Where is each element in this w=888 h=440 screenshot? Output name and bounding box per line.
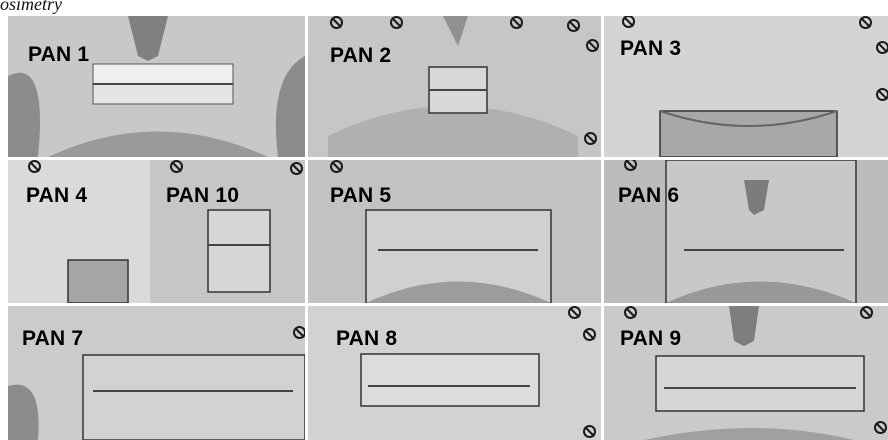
row-divider [0,303,888,306]
stop-icon [624,160,637,171]
panel-pan-8: PAN 8 [308,306,601,440]
pan-label: PAN 2 [330,45,391,67]
stop-icon [330,160,343,173]
panoramic-xray-image [308,160,601,303]
panel-pan-1: PAN 1 [8,16,305,157]
stop-icon [330,16,343,29]
stop-icon [583,425,596,438]
stop-icon [859,16,872,29]
stop-icon [583,328,596,341]
pan-label: PAN 8 [336,328,397,350]
stop-icon [567,19,580,32]
panoramic-xray-image [308,16,601,157]
stop-icon [293,326,305,339]
stop-icon [510,16,523,29]
pan-label: PAN 3 [620,38,681,60]
pan-label: PAN 9 [620,328,681,350]
panoramic-xray-image [8,160,150,303]
panoramic-xray-image [604,160,888,303]
stop-icon [390,16,403,29]
column-divider [601,16,604,440]
panel-pan-7: PAN 7 [8,306,305,440]
stop-icon [622,16,635,28]
pan-label: PAN 10 [166,185,239,207]
panoramic-xray-image [8,16,305,157]
panel-pan-9: PAN 9 [604,306,888,440]
panoramic-xray-image [150,160,305,303]
panel-pan-5: PAN 5 [308,160,601,303]
stop-icon [28,160,41,173]
panel-pan-10: PAN 10 [150,160,305,303]
pan-label: PAN 6 [618,185,679,207]
stop-icon [876,41,888,54]
panel-pan-6: PAN 6 [604,160,888,303]
pan-label: PAN 4 [26,185,87,207]
panel-pan-4: PAN 4 [8,160,150,303]
stop-icon [170,160,183,173]
stop-icon [584,132,597,145]
panel-pan-2: PAN 2 [308,16,601,157]
pan-label: PAN 1 [28,44,89,66]
panel-pan-3: PAN 3 [604,16,888,157]
column-divider [305,16,308,440]
row-divider [0,157,888,160]
stop-icon [568,306,581,319]
stop-icon [586,39,599,52]
pan-label: PAN 5 [330,185,391,207]
figure-caption-fragment: osimetry [0,0,62,14]
pan-label: PAN 7 [22,328,83,350]
stop-icon [874,421,887,434]
stop-icon [624,306,637,319]
stop-icon [290,162,303,175]
stop-icon [860,306,873,319]
stop-icon [876,88,888,101]
